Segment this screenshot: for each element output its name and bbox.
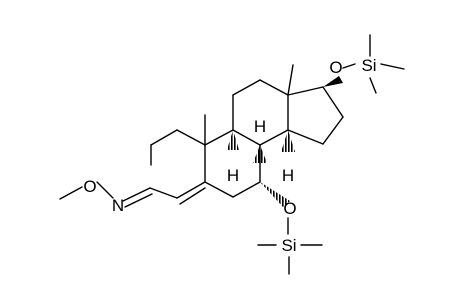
atom-label-n-oxime: N [112, 196, 124, 215]
atom-label-h-14: H [282, 166, 294, 185]
atom-label-si-7: Si [281, 236, 296, 255]
atom-label-h-9: H [227, 166, 239, 185]
atom-label-h-8: H [254, 117, 266, 136]
atom-label-o-7: O [283, 199, 296, 218]
solid-wedge-bonds [323, 76, 343, 87]
atom-label-o-17: O [329, 58, 342, 77]
atom-label-o-methoxy: O [83, 177, 96, 196]
atom-labels: O N O Si O Si H H H [83, 56, 376, 255]
hash-wedge-bonds [227, 130, 295, 207]
atom-label-si-17: Si [361, 56, 376, 75]
bond-lines [59, 34, 405, 275]
